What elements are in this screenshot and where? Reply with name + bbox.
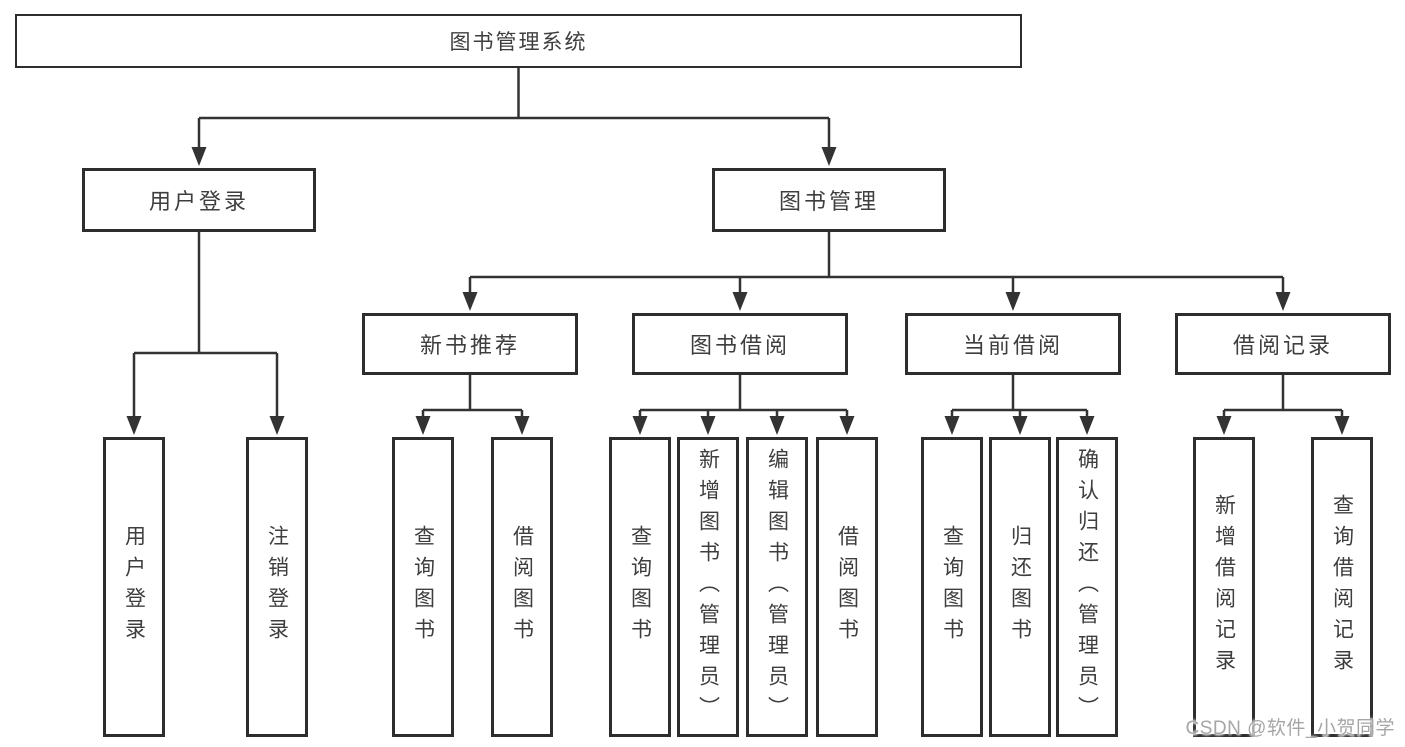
leaf-logout-label: 注销登录: [265, 525, 289, 649]
leaf-borrow-books-label: 借阅图书: [835, 525, 859, 649]
leaf-borrow-query-books-label: 查询图书: [628, 525, 652, 649]
csdn-watermark: CSDN @软件_小贺同学: [1185, 718, 1395, 739]
leaf-recommend-query-books: 查询图书: [392, 437, 454, 737]
leaf-return-books: 归还图书: [989, 437, 1051, 737]
node-new-book-recommend: 新书推荐: [362, 313, 578, 375]
leaf-current-query-books: 查询图书: [921, 437, 983, 737]
leaf-user-login: 用户登录: [103, 437, 165, 737]
node-current-borrow: 当前借阅: [905, 313, 1121, 375]
leaf-confirm-return-admin-label: 确认归还（管理员）: [1075, 447, 1099, 727]
leaf-edit-books-admin: 编辑图书（管理员）: [746, 437, 808, 737]
node-user-login-label: 用户登录: [148, 189, 249, 214]
leaf-borrow-books: 借阅图书: [816, 437, 878, 737]
leaf-add-books-admin: 新增图书（管理员）: [677, 437, 739, 737]
leaf-borrow-query-books: 查询图书: [609, 437, 671, 737]
node-book-borrow-label: 图书借阅: [689, 333, 790, 358]
node-book-borrow: 图书借阅: [632, 313, 848, 375]
leaf-recommend-borrow-books: 借阅图书: [491, 437, 553, 737]
leaf-add-borrow-record: 新增借阅记录: [1193, 437, 1255, 737]
node-root-label: 图书管理系统: [449, 31, 588, 54]
leaf-confirm-return-admin: 确认归还（管理员）: [1056, 437, 1118, 737]
node-book-management: 图书管理: [712, 168, 946, 232]
leaf-query-borrow-record: 查询借阅记录: [1311, 437, 1373, 737]
node-book-management-label: 图书管理: [778, 189, 879, 214]
leaf-user-login-label: 用户登录: [122, 525, 146, 649]
node-current-borrow-label: 当前借阅: [962, 333, 1063, 358]
leaf-recommend-query-books-label: 查询图书: [411, 525, 435, 649]
leaf-logout: 注销登录: [246, 437, 308, 737]
node-new-book-recommend-label: 新书推荐: [419, 333, 520, 358]
leaf-query-borrow-record-label: 查询借阅记录: [1330, 494, 1354, 680]
leaf-recommend-borrow-books-label: 借阅图书: [510, 525, 534, 649]
node-borrow-records-label: 借阅记录: [1232, 333, 1333, 358]
leaf-return-books-label: 归还图书: [1008, 525, 1032, 649]
node-user-login: 用户登录: [82, 168, 316, 232]
leaf-add-books-admin-label: 新增图书（管理员）: [696, 447, 720, 727]
leaf-add-borrow-record-label: 新增借阅记录: [1212, 494, 1236, 680]
leaf-current-query-books-label: 查询图书: [940, 525, 964, 649]
node-borrow-records: 借阅记录: [1175, 313, 1391, 375]
leaf-edit-books-admin-label: 编辑图书（管理员）: [765, 447, 789, 727]
node-root-system: 图书管理系统: [15, 14, 1022, 68]
